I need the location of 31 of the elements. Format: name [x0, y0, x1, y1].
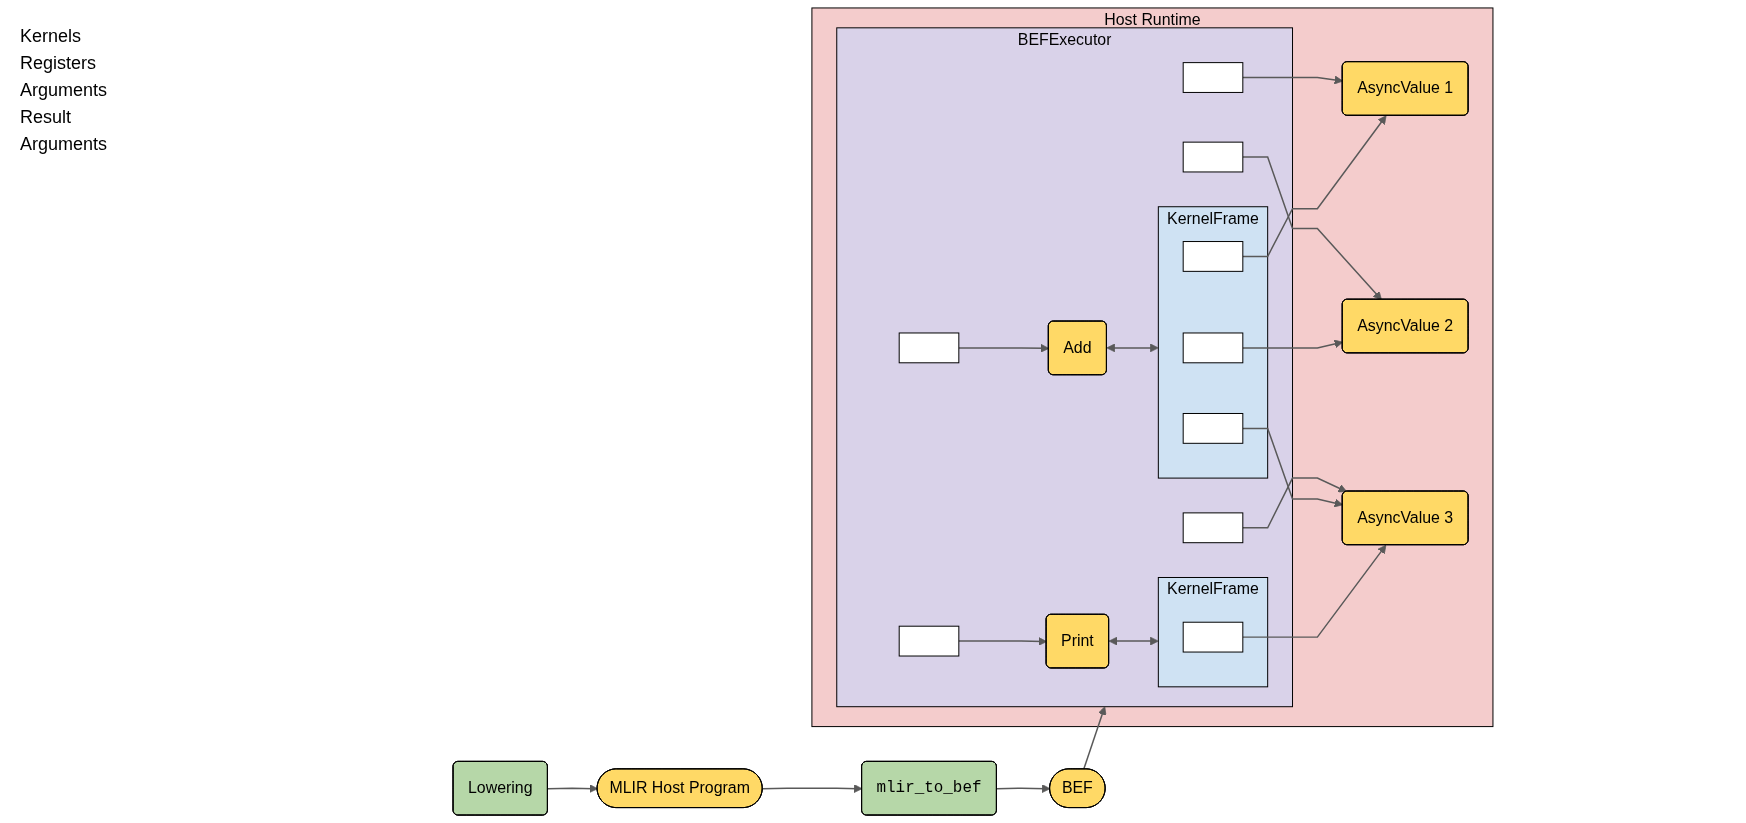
arrow [761, 784, 863, 793]
text-label: Kernels [20, 26, 83, 47]
cluster: KernelFrame [1157, 577, 1269, 688]
arrow [1242, 544, 1387, 638]
node-box [1182, 141, 1244, 173]
cluster: KernelFrame [1157, 206, 1269, 479]
arrow [1106, 343, 1159, 353]
arrow [1242, 427, 1344, 508]
node-box [1182, 413, 1244, 444]
text-label: Arguments [20, 80, 109, 101]
arrow [547, 784, 598, 793]
arrow [1242, 477, 1348, 529]
arrow [1083, 706, 1107, 770]
arrow [1242, 156, 1382, 301]
arrow [996, 784, 1051, 793]
node-box [1182, 621, 1244, 653]
text-label: Arguments [20, 134, 109, 155]
arrow [958, 637, 1047, 646]
node-box [898, 332, 960, 364]
text-label: Result [20, 107, 73, 128]
arrow [1242, 75, 1344, 85]
node-box [1182, 62, 1244, 93]
text-label: Registers [20, 53, 98, 74]
node-box [898, 625, 960, 657]
arrow [1242, 339, 1344, 349]
arrow [1108, 636, 1159, 646]
arrow [1242, 115, 1387, 258]
node-box [1182, 332, 1244, 364]
arrow [958, 343, 1050, 353]
node-box [1182, 512, 1244, 544]
node-box [1182, 241, 1244, 272]
